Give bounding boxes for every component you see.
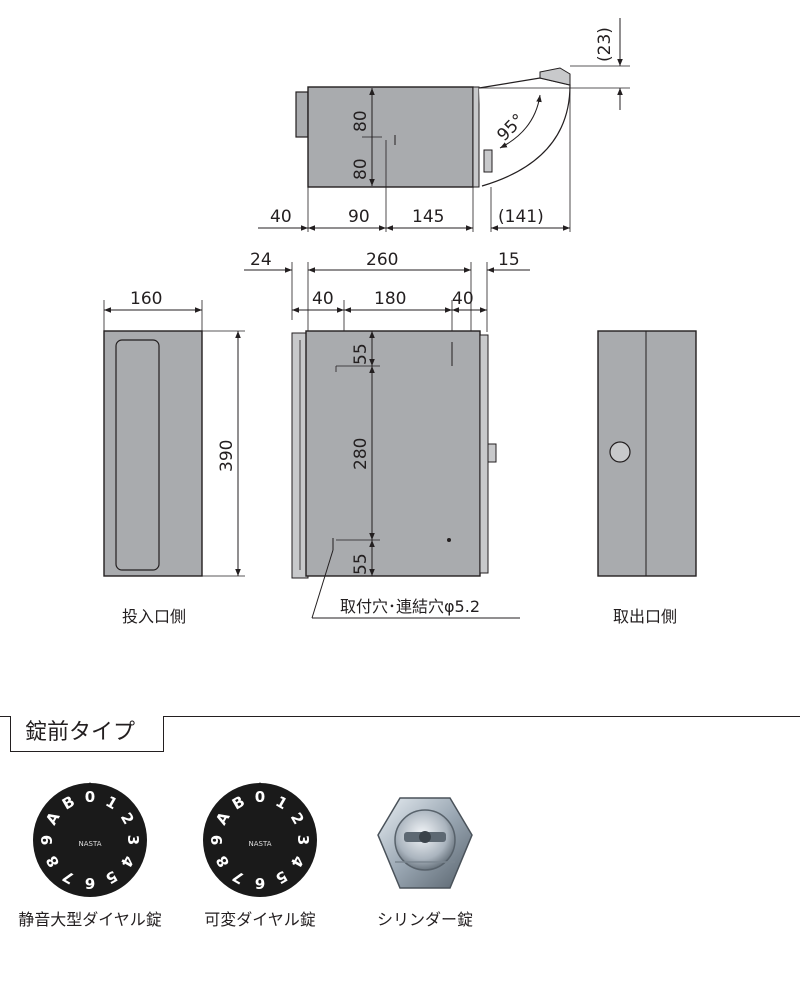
front-view (291, 330, 520, 619)
dim-80-upper: 80 (351, 110, 371, 132)
insert-side-caption: 投入口側 (122, 607, 186, 626)
takeout-side-view (597, 330, 697, 577)
dim-40-right: 40 (452, 289, 474, 309)
dim-160: 160 (130, 289, 162, 309)
dim-180: 180 (374, 289, 406, 309)
dim-55-lower: 55 (351, 553, 371, 575)
lock-label: シリンダー錠 (376, 910, 473, 929)
lock-label: 静音大型ダイヤル錠 (18, 910, 162, 929)
dim-24: 24 (250, 250, 272, 270)
dial-glyph: 0 (255, 788, 265, 806)
dim-390: 390 (217, 440, 237, 472)
dial-glyph: 0 (85, 788, 95, 806)
top-view (258, 18, 630, 232)
lock-label: 可変ダイヤル錠 (204, 910, 316, 929)
dim-40-top: 40 (270, 207, 292, 227)
dim-23: (23) (595, 27, 615, 62)
technical-drawing: (23) 80 80 95° 40 90 145 (141) 24 260 15… (103, 18, 697, 626)
section-divider (0, 716, 800, 717)
insert-side-view (103, 300, 245, 577)
dim-90: 90 (348, 207, 370, 227)
cylinder-lock-icon (377, 797, 473, 889)
lock-item-cylinder: シリンダー錠 (330, 780, 520, 960)
dial-glyph: 6 (85, 874, 95, 892)
dim-80-lower: 80 (351, 158, 371, 180)
dial-brand-text: NASTA (249, 840, 272, 848)
dim-145: 145 (412, 207, 444, 227)
hole-callout: 取付穴･連結穴φ5.2 (340, 597, 480, 616)
dial-glyph: 6 (255, 874, 265, 892)
dial-glyph: 9 (38, 835, 56, 845)
takeout-side-caption: 取出口側 (613, 607, 677, 626)
dim-40-left: 40 (312, 289, 334, 309)
dial-glyph: 9 (208, 835, 226, 845)
dim-55-upper: 55 (351, 343, 371, 365)
dim-141: (141) (498, 207, 544, 227)
dim-15: 15 (498, 250, 520, 270)
dim-280: 280 (351, 438, 371, 470)
dim-260: 260 (366, 250, 398, 270)
dial-brand-text: NASTA (79, 840, 102, 848)
dial-glyph: 3 (124, 835, 142, 845)
lock-section-title: 錠前タイプ (10, 716, 164, 752)
dial-glyph: 3 (294, 835, 312, 845)
